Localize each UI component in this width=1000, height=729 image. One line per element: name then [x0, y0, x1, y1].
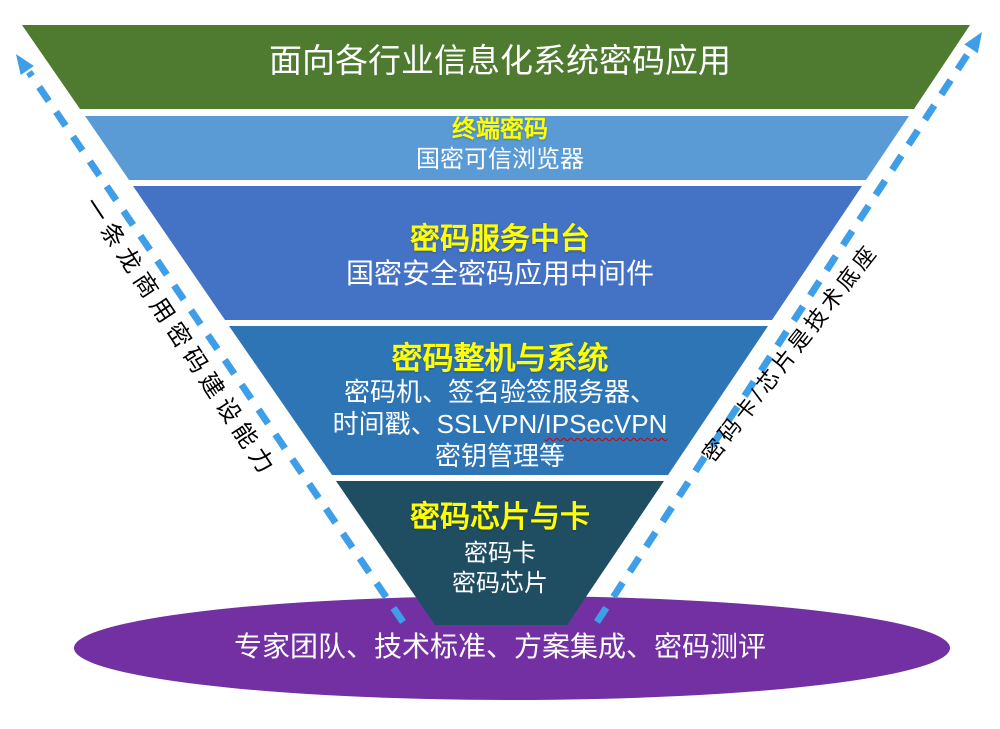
- left-arrow-head-icon: [16, 54, 34, 75]
- right-arrow-head-icon: [964, 32, 982, 54]
- funnel-title: 面向各行业信息化系统密码应用: [269, 42, 731, 79]
- band-crypto-service-platform: [133, 186, 862, 320]
- middleware-layer-heading: 密码服务中台: [410, 223, 590, 256]
- chips-layer-line1: 密码卡: [464, 540, 536, 567]
- right-dashed-arrow-line: [594, 47, 974, 624]
- systems-layer-heading: 密码整机与系统: [391, 341, 609, 376]
- systems-layer-line2-underlined: IPSecVPN: [544, 409, 668, 439]
- systems-layer-line3: 密钥管理等: [434, 441, 565, 471]
- systems-layer-line1: 密码机、签名验签服务器、: [343, 377, 656, 407]
- systems-layer-line2-prefix: 时间戳、SSLVPN/: [332, 409, 545, 439]
- terminal-layer-line: 国密可信浏览器: [416, 146, 584, 173]
- systems-layer-line2: 时间戳、SSLVPN/IPSecVPN: [0, 409, 1000, 440]
- chips-layer-line2: 密码芯片: [452, 570, 548, 597]
- band-crypto-machines-systems: [229, 326, 768, 475]
- band-terminal-crypto: [85, 116, 909, 180]
- terminal-layer-heading: 终端密码: [452, 116, 548, 143]
- chips-layer-heading: 密码芯片与卡: [410, 501, 590, 534]
- base-ellipse-label: 专家团队、技术标准、方案集成、密码测评: [233, 631, 766, 662]
- band-crypto-chips-cards: [336, 481, 664, 625]
- base-ellipse: [74, 596, 950, 700]
- left-dashed-arrow-line: [26, 70, 406, 624]
- middleware-layer-line: 国密安全密码应用中间件: [345, 258, 654, 289]
- band-top-applications: [22, 25, 970, 109]
